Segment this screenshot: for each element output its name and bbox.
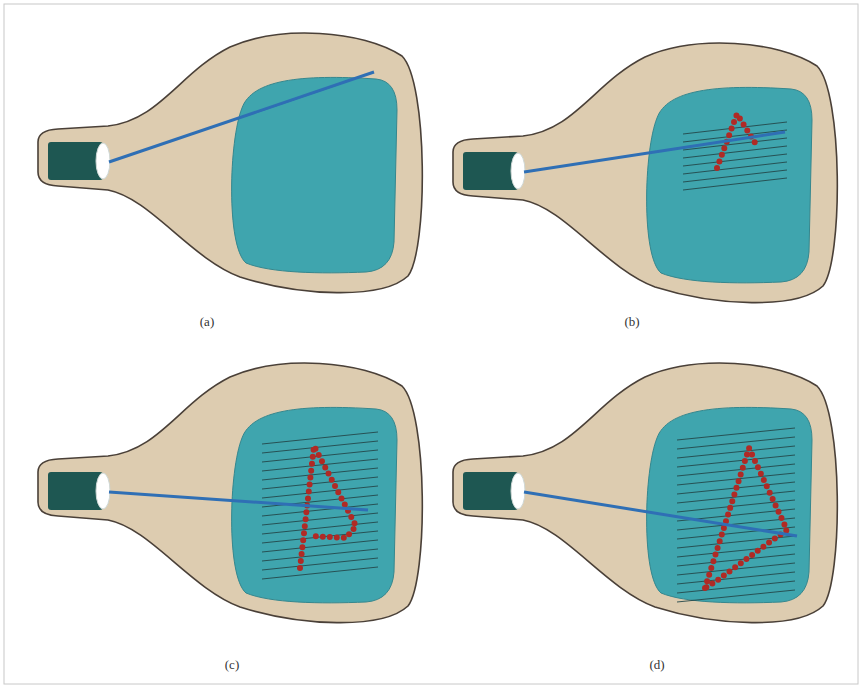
scan-line — [262, 567, 378, 579]
scan-line — [262, 549, 378, 561]
panel-label: (a) — [198, 314, 216, 330]
scan-line — [262, 558, 378, 570]
scan-line — [677, 464, 795, 476]
electron-beam — [109, 72, 374, 162]
scan-line — [262, 540, 378, 552]
scan-line — [677, 545, 795, 557]
scan-line — [262, 513, 378, 525]
electron-beam — [109, 492, 368, 510]
scan-line — [677, 446, 795, 458]
scan-line — [262, 432, 378, 444]
scan-line — [677, 572, 795, 584]
phosphor-dots — [705, 448, 787, 588]
crt-panel — [38, 363, 422, 623]
panel-label: (b) — [622, 314, 641, 330]
panel-label: (c) — [223, 657, 241, 673]
electron-beam — [524, 132, 785, 172]
scan-line — [262, 477, 378, 489]
scan-line — [677, 473, 795, 485]
electron-beam — [524, 492, 797, 536]
scan-line — [677, 437, 795, 449]
scan-line — [683, 178, 787, 190]
scan-line — [677, 455, 795, 467]
scan-line — [677, 554, 795, 566]
scan-line — [262, 441, 378, 453]
crt-panel — [38, 33, 422, 293]
scan-line — [677, 428, 795, 440]
panel-label: (d) — [647, 657, 666, 673]
scan-line — [677, 581, 795, 593]
frame — [4, 4, 858, 684]
crt-panel — [453, 43, 837, 303]
scan-line — [677, 590, 795, 602]
crt-panel — [453, 363, 837, 623]
scan-line — [262, 468, 378, 480]
scan-line — [262, 522, 378, 534]
scan-line — [262, 486, 378, 498]
